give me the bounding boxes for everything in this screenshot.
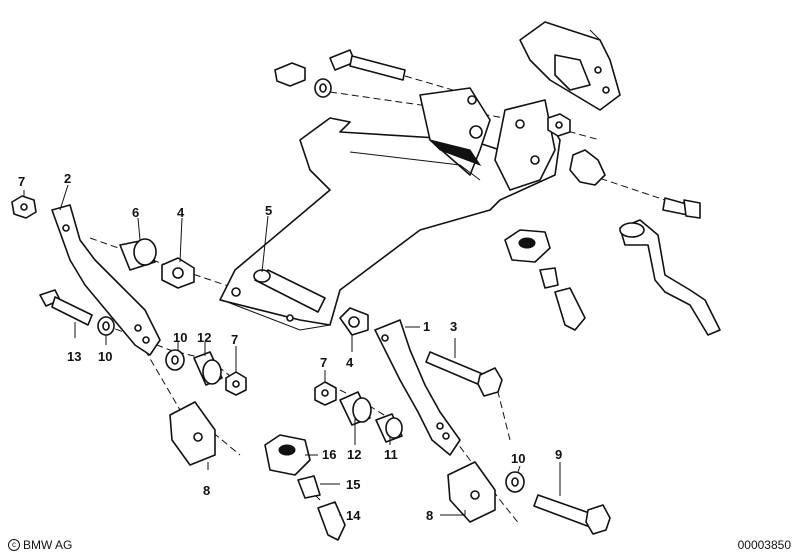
callout-16: 16 <box>322 447 337 462</box>
callout-1: 1 <box>423 319 431 334</box>
callout-12-center: 12 <box>347 447 362 462</box>
callout-10-right: 10 <box>511 451 526 466</box>
long-bolt-top <box>329 49 406 81</box>
tube-spacer <box>253 269 326 313</box>
rubber-mount-upper <box>504 229 586 331</box>
bushing-left <box>119 238 157 271</box>
nut-center <box>314 381 337 406</box>
callout-7-center: 7 <box>320 355 328 370</box>
nut-washer-center <box>339 307 369 336</box>
copyright-label: BMW AG <box>23 538 73 552</box>
bush-group-left <box>165 349 247 396</box>
bolt-center <box>425 351 503 397</box>
bolt-washer-right <box>505 471 611 535</box>
callout-2: 2 <box>64 171 72 186</box>
bush-center <box>339 391 372 426</box>
nut-left-top <box>11 195 37 219</box>
copyright-notice: c BMW AG <box>8 539 72 551</box>
callout-7-top-left: 7 <box>18 174 26 189</box>
diagram-number: 00003850 <box>737 538 791 552</box>
callout-8-right: 8 <box>426 508 434 523</box>
callout-14: 14 <box>346 508 361 523</box>
callout-13: 13 <box>67 349 82 364</box>
rubber-mount-lower <box>264 434 346 541</box>
callout-3: 3 <box>450 319 458 334</box>
small-bolt-right <box>662 197 701 219</box>
callout-11: 11 <box>384 447 398 462</box>
copyright-icon: c <box>8 539 20 551</box>
callout-4-left: 4 <box>177 205 185 220</box>
hex-bolt-top-left <box>274 62 332 98</box>
clip-right <box>569 149 606 186</box>
callout-leaders <box>23 184 561 516</box>
callout-5: 5 <box>265 203 273 218</box>
callout-15: 15 <box>346 477 361 492</box>
callout-9: 9 <box>555 447 563 462</box>
bolt-left <box>39 289 115 336</box>
callout-6: 6 <box>132 205 140 220</box>
arm-left <box>51 204 161 356</box>
callout-7-left: 7 <box>231 332 239 347</box>
main-bracket <box>219 87 561 331</box>
nut-upper-right <box>547 113 571 137</box>
bush-right <box>375 413 403 443</box>
clamp-plate-left <box>169 401 216 466</box>
callout-4-center: 4 <box>346 355 354 370</box>
callout-10-left: 10 <box>98 349 113 364</box>
arm-right <box>374 319 461 456</box>
clamp-block <box>519 21 621 111</box>
nut-washer-left <box>161 257 195 289</box>
callout-12-left: 12 <box>197 330 212 345</box>
clamp-plate-right <box>447 461 496 523</box>
callout-10-mid: 10 <box>173 330 188 345</box>
shift-lever <box>619 219 721 336</box>
callout-8-left: 8 <box>203 483 211 498</box>
